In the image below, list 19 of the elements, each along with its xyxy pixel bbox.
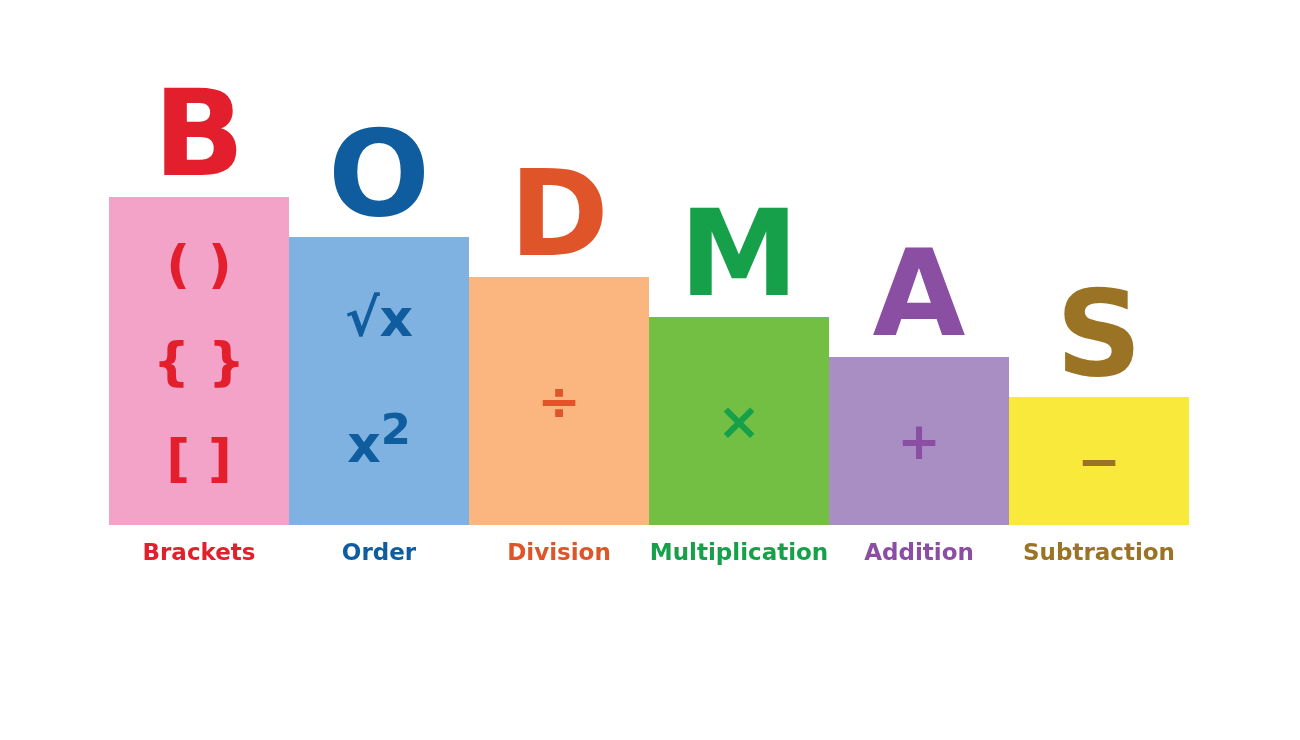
operation-label: Brackets xyxy=(141,538,257,567)
math-symbol: × xyxy=(717,391,761,451)
initial-letter: O xyxy=(327,119,431,229)
math-symbol: x$^{2}$ xyxy=(347,402,411,475)
initial-letter: B xyxy=(152,79,246,189)
math-symbol: ( ) xyxy=(166,234,232,294)
math-symbol: − xyxy=(1077,431,1121,491)
math-symbol: + xyxy=(897,411,941,471)
operation-label: Order xyxy=(340,538,418,567)
math-symbol: { } xyxy=(152,331,246,391)
math-symbol: ÷ xyxy=(537,371,581,431)
initial-letter: M xyxy=(678,199,800,309)
initial-letter: S xyxy=(1054,279,1144,389)
initial-letter: D xyxy=(508,159,610,269)
math-symbol: √x xyxy=(344,287,414,348)
operation-label: Subtraction xyxy=(1022,538,1176,567)
operation-label: Multiplication xyxy=(648,538,830,567)
initial-letter: A xyxy=(871,239,967,349)
math-symbol: [ ] xyxy=(166,428,232,488)
